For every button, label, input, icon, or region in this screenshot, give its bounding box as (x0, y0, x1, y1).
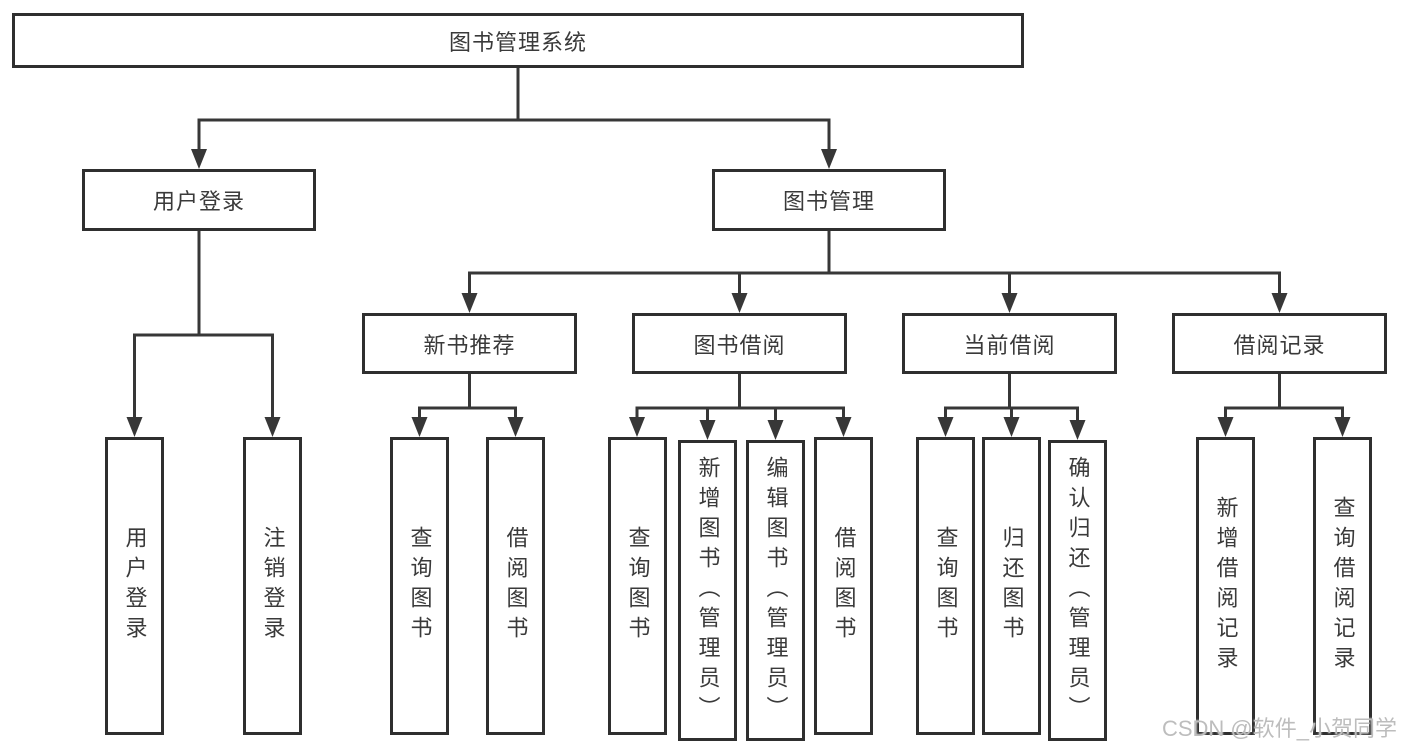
arrow-icon (731, 293, 748, 313)
node-book-borrow: 图书借阅 (632, 313, 847, 374)
node-label: 图书借阅 (693, 332, 786, 358)
arrow-icon (699, 420, 716, 440)
leaf-borrow-books-recommend: 借阅图书 (486, 437, 545, 735)
node-label: 归还图书 (999, 526, 1025, 646)
node-label: 确认归还（管理员） (1065, 455, 1091, 726)
node-label: 新书推荐 (423, 332, 516, 358)
arrow-icon (191, 149, 207, 169)
connector-borrow-records (1224, 372, 1344, 418)
arrow-icon (629, 417, 645, 437)
node-label: 查询借阅记录 (1330, 496, 1356, 676)
node-label: 借阅图书 (831, 526, 857, 646)
arrow-icon (821, 149, 837, 169)
node-label: 借阅记录 (1233, 332, 1326, 358)
leaf-add-borrow-record: 新增借阅记录 (1196, 437, 1255, 735)
node-label: 新增图书（管理员） (695, 455, 721, 726)
node-label: 新增借阅记录 (1213, 496, 1239, 676)
leaf-borrow-books: 借阅图书 (814, 437, 873, 735)
node-label: 用户登录 (122, 526, 148, 646)
node-label: 借阅图书 (503, 526, 529, 646)
node-new-book-recommend: 新书推荐 (362, 313, 577, 374)
node-label: 查询图书 (625, 526, 651, 646)
arrow-icon (507, 417, 524, 437)
node-book-management: 图书管理 (712, 169, 946, 231)
node-label: 查询图书 (407, 526, 433, 646)
leaf-add-books-admin: 新增图书（管理员） (678, 440, 737, 741)
connector-book-borrow (635, 372, 845, 421)
connector-root (197, 66, 831, 150)
arrow-icon (767, 420, 784, 440)
arrowheads (126, 149, 1351, 440)
leaf-confirm-return-admin: 确认归还（管理员） (1048, 440, 1107, 741)
arrow-icon (1334, 417, 1351, 437)
arrow-icon (1003, 417, 1020, 437)
leaf-query-books-borrow: 查询图书 (608, 437, 667, 735)
leaf-query-books-recommend: 查询图书 (390, 437, 449, 735)
connector-book-management (468, 230, 1281, 294)
node-label: 注销登录 (260, 526, 286, 646)
node-current-borrow: 当前借阅 (902, 313, 1117, 374)
arrow-icon (1271, 293, 1288, 313)
connector-current-borrow (944, 372, 1079, 421)
csdn-watermark: CSDN @软件_小贺同学 (1161, 716, 1397, 741)
node-library-system: 图书管理系统 (12, 13, 1024, 68)
leaf-edit-books-admin: 编辑图书（管理员） (746, 440, 805, 741)
node-borrow-records: 借阅记录 (1172, 313, 1387, 374)
arrow-icon (1069, 420, 1086, 440)
node-label: 图书管理 (782, 189, 875, 214)
leaf-user-login: 用户登录 (105, 437, 164, 735)
node-label: 用户登录 (152, 189, 245, 214)
arrow-icon (1001, 293, 1018, 313)
leaf-return-books: 归还图书 (982, 437, 1041, 735)
arrow-icon (264, 417, 281, 437)
arrow-icon (835, 417, 852, 437)
leaf-query-borrow-record: 查询借阅记录 (1313, 437, 1372, 735)
node-user-login: 用户登录 (82, 169, 316, 231)
arrow-icon (937, 417, 954, 437)
arrow-icon (461, 293, 478, 313)
arrow-icon (1217, 417, 1234, 437)
arrow-icon (126, 417, 143, 437)
node-label: 图书管理系统 (448, 29, 587, 55)
connector-new-book-recommend (418, 372, 517, 418)
node-label: 查询图书 (933, 526, 959, 646)
connector-user-login (133, 229, 274, 418)
node-label: 当前借阅 (963, 332, 1056, 358)
node-label: 编辑图书（管理员） (763, 455, 789, 726)
leaf-query-books-current: 查询图书 (916, 437, 975, 735)
leaf-logout-login: 注销登录 (243, 437, 302, 735)
arrow-icon (411, 417, 428, 437)
